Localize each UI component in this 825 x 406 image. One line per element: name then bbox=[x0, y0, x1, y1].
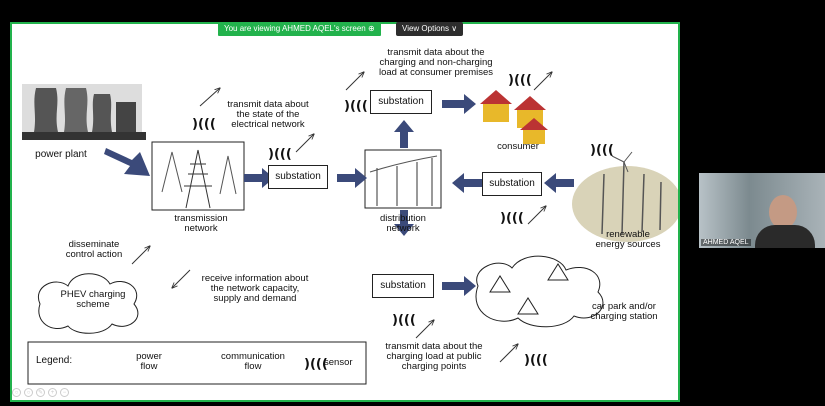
distribution-network-label: distribution network bbox=[380, 213, 426, 234]
svg-text:)(((: )((( bbox=[590, 143, 614, 158]
transmission-network-label: transmission network bbox=[174, 213, 228, 234]
power-flow-arrows bbox=[96, 94, 574, 372]
legend-communication-flow: communication flow bbox=[221, 351, 285, 372]
svg-text:)(((: )((( bbox=[268, 147, 292, 162]
svg-text:)(((: )((( bbox=[508, 73, 532, 88]
svg-text:)(((: )((( bbox=[500, 211, 524, 226]
svg-text:)(((: )((( bbox=[192, 117, 216, 132]
annotation-toolbar: ○ ○ ✎ + − bbox=[12, 388, 69, 397]
toolbar-zoom-in-icon[interactable]: + bbox=[48, 388, 57, 397]
toolbar-circle-icon[interactable]: ○ bbox=[12, 388, 21, 397]
note-disseminate: disseminate control action bbox=[65, 239, 123, 260]
renewable-label: renewable energy sources bbox=[595, 229, 661, 250]
phev-cloud bbox=[37, 273, 139, 334]
toolbar-pen-icon[interactable]: ✎ bbox=[36, 388, 45, 397]
renewable-energy-icon bbox=[572, 151, 678, 242]
sensor-icons: )((( )((( )((( )((( )((( )((( )((( )((( … bbox=[192, 73, 614, 372]
substation-box-transmission: substation bbox=[268, 165, 328, 189]
consumer-houses-icon bbox=[480, 90, 548, 144]
legend-box bbox=[27, 341, 367, 385]
substation-box-consumer: substation bbox=[370, 90, 432, 114]
distribution-network-icon bbox=[364, 149, 442, 209]
substation-box-renewable: substation bbox=[482, 172, 542, 196]
svg-text:)(((: )((( bbox=[524, 353, 548, 368]
car-park-cloud bbox=[475, 255, 604, 328]
consumer-label: consumer bbox=[497, 141, 539, 152]
viewing-banner: You are viewing AHMED AQEL's screen ⊕ bbox=[218, 22, 381, 36]
participant-name: AHMED AQEL bbox=[701, 239, 751, 246]
participant-video[interactable]: AHMED AQEL bbox=[699, 173, 825, 248]
person-body bbox=[755, 225, 815, 248]
toolbar-zoom-out-icon[interactable]: − bbox=[60, 388, 69, 397]
view-options-button[interactable]: View Options ∨ bbox=[396, 22, 464, 36]
note-transmit-state: transmit data about the state of the ele… bbox=[227, 99, 309, 130]
phev-label: PHEV charging scheme bbox=[60, 289, 126, 310]
svg-text:)(((: )((( bbox=[304, 357, 328, 372]
shared-screen: )((( )((( )((( )((( )((( )((( )((( )((( … bbox=[10, 22, 680, 402]
legend-title: Legend: bbox=[36, 355, 73, 366]
power-plant-icon bbox=[22, 84, 146, 140]
svg-text:)(((: )((( bbox=[344, 99, 368, 114]
toolbar-circle-icon[interactable]: ○ bbox=[24, 388, 33, 397]
legend-power-flow: power flow bbox=[136, 351, 162, 372]
diagram-graphics: )((( )((( )((( )((( )((( )((( )((( )((( … bbox=[22, 24, 678, 385]
svg-text:)(((: )((( bbox=[392, 313, 416, 328]
power-plant-label: power plant bbox=[35, 149, 87, 160]
legend-sensor: sensor bbox=[324, 357, 353, 368]
transmission-network-icon bbox=[151, 141, 245, 211]
substation-box-carpark: substation bbox=[372, 274, 434, 298]
person-face bbox=[769, 195, 797, 229]
note-receive: receive information about the network ca… bbox=[201, 273, 309, 304]
note-transmit-consumer: transmit data about the charging and non… bbox=[378, 47, 494, 78]
note-transmit-public: transmit data about the charging load at… bbox=[385, 341, 483, 372]
car-park-label: car park and/or charging station bbox=[590, 301, 658, 322]
